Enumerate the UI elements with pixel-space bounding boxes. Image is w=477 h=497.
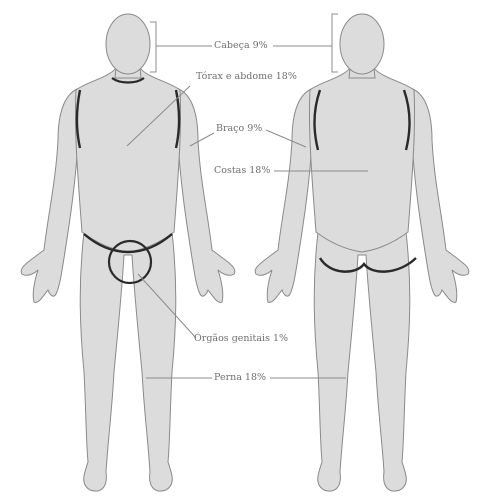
leg-label: Perna 18% xyxy=(214,373,266,383)
front-body-figure xyxy=(21,14,235,491)
arm-label: Braço 9% xyxy=(216,124,262,134)
head-label: Cabeça 9% xyxy=(214,41,268,51)
torso-label: Tórax e abdome 18% xyxy=(196,72,297,82)
head-bracket-back xyxy=(332,14,338,72)
genitals-label: Órgãos genitais 1% xyxy=(194,334,288,344)
back-body-figure xyxy=(255,14,469,491)
head-bracket-front xyxy=(150,22,156,72)
back-label: Costas 18% xyxy=(214,166,270,176)
